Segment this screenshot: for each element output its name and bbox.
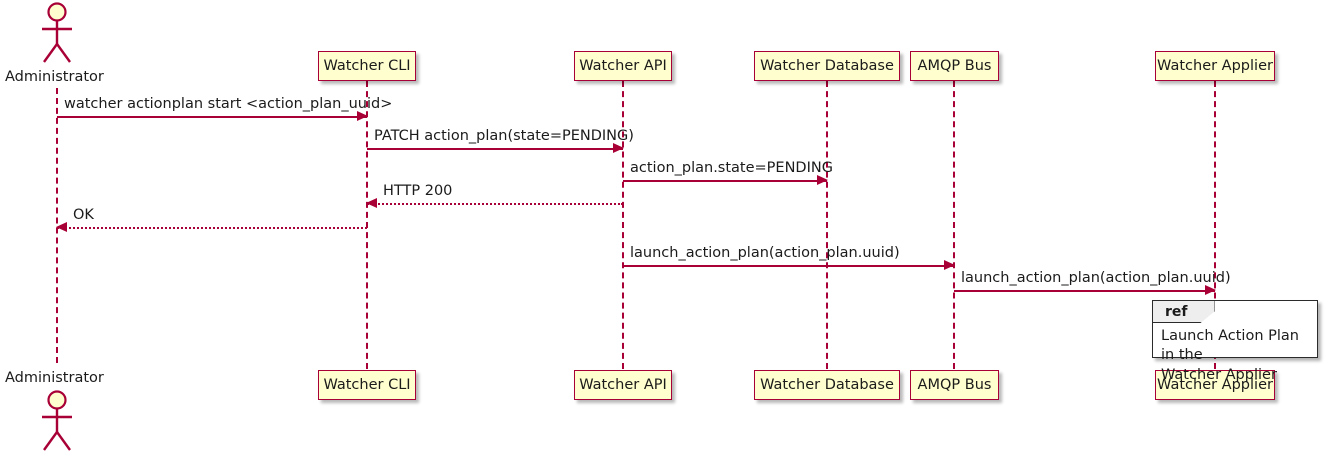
- message-label: OK: [73, 207, 94, 223]
- message-line: [367, 203, 623, 205]
- ref-fragment-body-line-2: Watcher Applier: [1161, 366, 1277, 383]
- participant-watcher-database-bottom[interactable]: Watcher Database: [754, 370, 900, 400]
- lifeline-watcher-database: [826, 81, 828, 369]
- participant-amqp-bus-top[interactable]: AMQP Bus: [910, 51, 999, 81]
- message-label: watcher actionplan start <action_plan_uu…: [64, 96, 393, 112]
- arrowhead-right-icon: [613, 143, 624, 153]
- lifeline-amqp-bus: [953, 81, 955, 369]
- actor-label-administrator-top: Administrator: [5, 69, 104, 85]
- participant-watcher-applier-bottom[interactable]: Watcher Applier: [1155, 370, 1275, 400]
- message-label: launch_action_plan(action_plan.uuid): [630, 245, 900, 261]
- actor-administrator-bottom[interactable]: [36, 390, 78, 454]
- arrowhead-right-icon: [944, 260, 955, 270]
- ref-fragment-body-line-1: Launch Action Plan in the: [1161, 328, 1299, 364]
- message-line: [623, 265, 954, 267]
- actor-administrator-top[interactable]: [36, 2, 78, 66]
- arrowhead-right-icon: [817, 175, 828, 185]
- arrowhead-right-icon: [1205, 285, 1216, 295]
- ref-fragment-tab: ref: [1153, 301, 1215, 323]
- participant-watcher-applier-top[interactable]: Watcher Applier: [1155, 51, 1275, 81]
- message-label: launch_action_plan(action_plan.uuid): [961, 270, 1231, 286]
- participant-amqp-bus-bottom[interactable]: AMQP Bus: [910, 370, 999, 400]
- lifeline-watcher-cli: [366, 81, 368, 369]
- arrowhead-left-icon: [56, 222, 67, 232]
- message-line: [367, 148, 623, 150]
- actor-label-administrator-bottom: Administrator: [5, 370, 104, 386]
- message-line: [57, 227, 367, 229]
- message-line: [57, 116, 367, 118]
- ref-fragment[interactable]: ref Launch Action Plan in the Watcher Ap…: [1152, 300, 1318, 383]
- actor-stick-figure-icon: [42, 390, 72, 451]
- lifeline-watcher-applier: [1214, 81, 1216, 369]
- participant-watcher-cli-top[interactable]: Watcher CLI: [318, 51, 416, 81]
- message-label: HTTP 200: [383, 183, 453, 199]
- participant-watcher-api-top[interactable]: Watcher API: [574, 51, 672, 81]
- message-line: [623, 180, 827, 182]
- ref-fragment-body: Launch Action Plan in the Watcher Applie…: [1153, 325, 1317, 385]
- participant-watcher-api-bottom[interactable]: Watcher API: [574, 370, 672, 400]
- lifeline-watcher-api: [622, 81, 624, 369]
- message-label: action_plan.state=PENDING: [630, 160, 833, 176]
- arrowhead-right-icon: [357, 111, 368, 121]
- participant-watcher-database-top[interactable]: Watcher Database: [754, 51, 900, 81]
- actor-stick-figure-icon: [42, 2, 72, 63]
- arrowhead-left-icon: [366, 198, 377, 208]
- message-line: [954, 290, 1215, 292]
- message-label: PATCH action_plan(state=PENDING): [374, 128, 634, 144]
- participant-watcher-cli-bottom[interactable]: Watcher CLI: [318, 370, 416, 400]
